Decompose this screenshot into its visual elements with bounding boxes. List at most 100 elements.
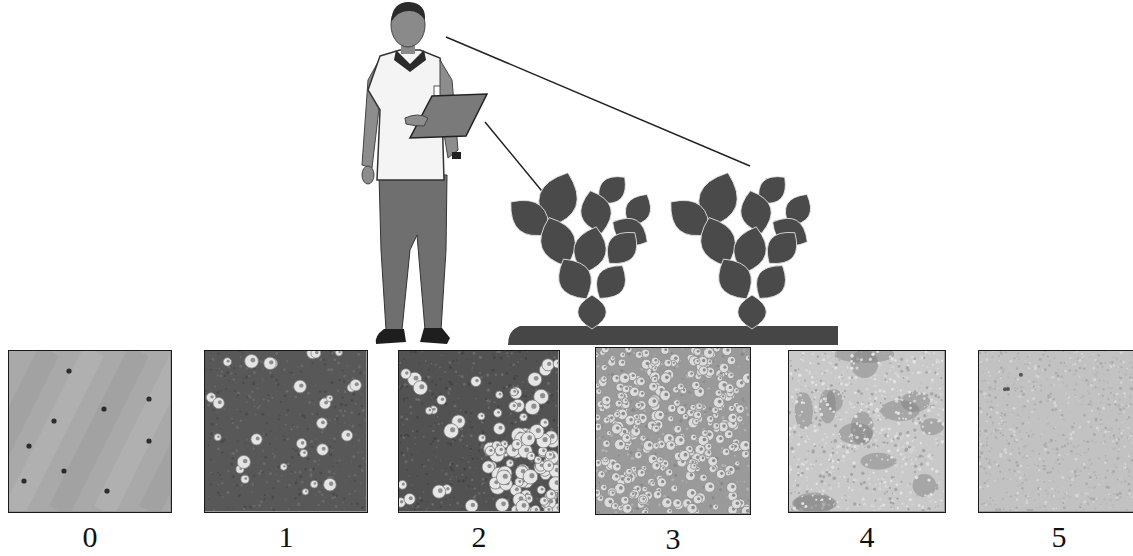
texture-speck: [510, 413, 512, 415]
texture-speck: [267, 396, 269, 398]
texture-speck: [337, 390, 339, 392]
colony-center: [597, 425, 600, 428]
texture-speck: [427, 459, 429, 461]
texture-speck: [714, 358, 716, 360]
texture-speck: [302, 414, 305, 417]
texture-speck: [338, 489, 340, 491]
insect-colony: [413, 381, 427, 395]
colony-center: [664, 348, 667, 351]
texture-speck: [673, 464, 677, 468]
texture-speck: [597, 487, 599, 489]
texture-speck: [211, 423, 214, 426]
texture-speck: [456, 476, 457, 477]
texture-speck: [469, 466, 471, 468]
texture-speck: [297, 453, 300, 456]
colony-center: [489, 449, 492, 452]
texture-speck: [535, 364, 537, 366]
colony-center: [557, 506, 558, 510]
texture-speck: [263, 434, 265, 436]
texture-speck: [266, 481, 268, 483]
texture-speck: [318, 490, 321, 493]
texture-speck: [555, 379, 557, 381]
texture-speck: [400, 442, 402, 444]
colony-center: [218, 400, 222, 404]
colony-body: [537, 486, 545, 494]
texture-speck: [314, 441, 315, 442]
texture-speck: [298, 351, 300, 352]
texture-speck: [253, 379, 255, 381]
texture-speck: [235, 373, 237, 375]
texture-speck: [213, 461, 214, 462]
texture-speck: [671, 348, 672, 349]
texture-speck: [287, 462, 290, 465]
texture-speck: [243, 378, 244, 379]
texture-speck: [738, 467, 741, 470]
texture-speck: [264, 456, 267, 459]
texture-speck: [318, 464, 319, 465]
texture-speck: [450, 478, 452, 480]
texture-speck: [448, 387, 451, 390]
texture-speck: [422, 425, 424, 427]
texture-speck: [249, 505, 252, 508]
texture-speck: [425, 473, 428, 476]
texture-speck: [414, 351, 417, 354]
texture-speck: [421, 351, 423, 352]
texture-speck: [247, 439, 248, 440]
texture-speck: [445, 499, 446, 500]
texture-speck: [252, 399, 254, 401]
texture-speck: [290, 371, 293, 374]
texture-speck: [458, 352, 459, 353]
texture-speck: [517, 361, 519, 363]
colony-center: [540, 393, 545, 398]
colony-body: [425, 407, 432, 414]
texture-speck: [402, 422, 403, 423]
texture-speck: [722, 355, 724, 357]
texture-speck: [240, 411, 242, 413]
texture-speck: [219, 474, 221, 476]
texture-speck: [295, 497, 297, 499]
texture-speck: [211, 440, 213, 442]
texture-speck: [351, 461, 352, 462]
texture-speck: [339, 459, 341, 461]
texture-speck: [597, 365, 600, 368]
texture-speck: [336, 462, 338, 464]
colony-center: [355, 382, 359, 386]
texture-speck: [686, 428, 688, 430]
colony-center: [557, 362, 558, 365]
colony-center: [315, 351, 318, 354]
colony-center: [269, 360, 273, 364]
texture-speck: [721, 416, 724, 419]
texture-speck: [321, 481, 322, 482]
texture-speck: [319, 472, 322, 475]
texture-speck: [309, 468, 312, 471]
texture-speck: [226, 491, 229, 494]
texture-speck: [691, 395, 693, 397]
texture-speck: [284, 444, 285, 445]
colony-body: [661, 348, 669, 354]
texture-speck: [324, 363, 326, 365]
areole-dot: [104, 488, 109, 493]
colony-body: [521, 432, 535, 446]
texture-speck: [209, 496, 210, 497]
colony-body: [543, 461, 554, 472]
texture-speck: [421, 464, 423, 466]
colony-body: [495, 498, 509, 511]
texture-speck: [704, 411, 707, 414]
colony-center: [501, 501, 506, 506]
texture-speck: [736, 364, 738, 366]
texture-speck: [459, 438, 462, 441]
texture-speck: [249, 396, 252, 399]
texture-speck: [205, 369, 206, 370]
texture-speck: [216, 424, 218, 426]
colony-center: [677, 427, 680, 430]
texture-speck: [355, 434, 357, 436]
colony-body: [546, 490, 555, 499]
texture-speck: [489, 381, 490, 382]
texture-speck: [321, 493, 324, 496]
texture-speck: [351, 425, 354, 428]
texture-speck: [280, 379, 282, 381]
texture-speck: [322, 359, 325, 362]
texture-speck: [259, 355, 260, 356]
colony-body: [280, 464, 287, 471]
texture-speck: [291, 456, 294, 459]
